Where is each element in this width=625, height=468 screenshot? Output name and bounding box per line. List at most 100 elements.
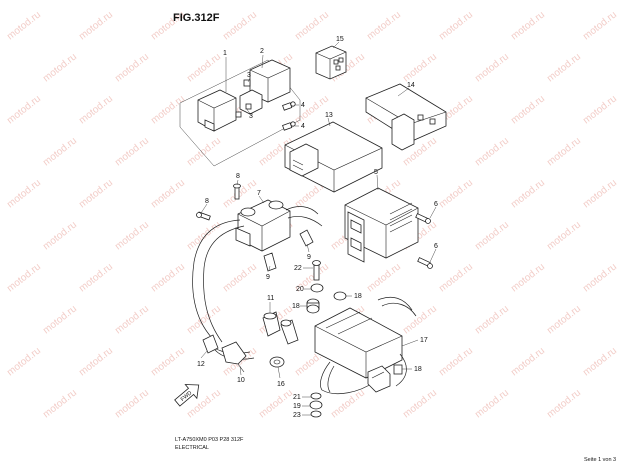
watermark-text: motod.ru bbox=[185, 135, 223, 168]
watermark-text: motod.ru bbox=[473, 303, 511, 336]
section-name: ELECTRICAL bbox=[175, 445, 209, 451]
watermark-text: motod.ru bbox=[473, 135, 511, 168]
watermark-layer: motod.ru motod.ru motod.ru motod.ru motod.ru… bbox=[5, 9, 619, 420]
callout-18c: 18 bbox=[414, 366, 422, 373]
callout-21: 21 bbox=[293, 394, 301, 401]
watermark-text: motod.ru bbox=[41, 219, 79, 252]
connector-12 bbox=[202, 334, 219, 354]
bushing-18-a bbox=[333, 291, 347, 301]
callout-18a: 18 bbox=[354, 293, 362, 300]
callout-16: 16 bbox=[277, 381, 285, 388]
callout-7: 7 bbox=[257, 190, 261, 197]
watermark-text: motod.ru bbox=[473, 219, 511, 252]
ignition-coil-7 bbox=[235, 199, 291, 252]
collar-20 bbox=[310, 283, 324, 293]
watermark-text: motod.ru bbox=[509, 177, 547, 210]
watermark-text: motod.ru bbox=[509, 93, 547, 126]
bushing-18-c bbox=[393, 364, 403, 375]
watermark-text: motod.ru bbox=[5, 345, 43, 378]
callout-4a: 4 bbox=[301, 102, 305, 109]
plug-cap-11-a bbox=[262, 311, 281, 337]
watermark-text: motod.ru bbox=[473, 51, 511, 84]
bushing-18-b bbox=[306, 298, 320, 314]
watermark-text: motod.ru bbox=[221, 177, 259, 210]
watermark-text: motod.ru bbox=[581, 9, 619, 42]
bracket-14 bbox=[365, 83, 447, 151]
watermark-text: motod.ru bbox=[113, 387, 151, 420]
watermark-text: motod.ru bbox=[401, 387, 439, 420]
callout-2: 2 bbox=[260, 48, 264, 55]
watermark-text: motod.ru bbox=[437, 177, 475, 210]
bolt-4-b bbox=[282, 121, 296, 131]
grommet-16 bbox=[269, 356, 285, 368]
watermark-text: motod.ru bbox=[365, 9, 403, 42]
bolt-6-b bbox=[417, 257, 433, 269]
watermark-text: motod.ru bbox=[5, 9, 43, 42]
watermark-text: motod.ru bbox=[365, 261, 403, 294]
bolt-4-a bbox=[282, 101, 296, 111]
figure-title: FIG.312F bbox=[173, 12, 220, 24]
watermark-text: motod.ru bbox=[5, 261, 43, 294]
watermark-text: motod.ru bbox=[5, 177, 43, 210]
watermark-text: motod.ru bbox=[509, 345, 547, 378]
callout-10: 10 bbox=[237, 377, 245, 384]
watermark-text: motod.ru bbox=[113, 219, 151, 252]
connector-17 bbox=[367, 365, 391, 393]
callout-18b: 18 bbox=[292, 303, 300, 310]
watermark-text: motod.ru bbox=[581, 93, 619, 126]
plug-cap-10 bbox=[221, 341, 247, 373]
callout-12: 12 bbox=[197, 361, 205, 368]
callout-17: 17 bbox=[420, 337, 428, 344]
watermark-text: motod.ru bbox=[221, 9, 259, 42]
watermark-text: motod.ru bbox=[437, 345, 475, 378]
callout-9b: 9 bbox=[307, 254, 311, 261]
watermark-text: motod.ru bbox=[437, 9, 475, 42]
callout-4b: 4 bbox=[301, 123, 305, 130]
watermark-text: motod.ru bbox=[149, 177, 187, 210]
callout-9a: 9 bbox=[266, 274, 270, 281]
watermark-text: motod.ru bbox=[509, 9, 547, 42]
callout-20: 20 bbox=[296, 286, 304, 293]
watermark-text: motod.ru bbox=[41, 387, 79, 420]
watermark-text: motod.ru bbox=[41, 303, 79, 336]
callout-22: 22 bbox=[294, 265, 302, 272]
watermark-text: motod.ru bbox=[113, 135, 151, 168]
watermark-text: motod.ru bbox=[257, 387, 295, 420]
callout-11: 11 bbox=[267, 295, 274, 302]
callout-8b: 8 bbox=[205, 198, 209, 205]
watermark-text: motod.ru bbox=[41, 51, 79, 84]
watermark-text: motod.ru bbox=[149, 261, 187, 294]
callout-5: 5 bbox=[374, 169, 378, 176]
callout-6a: 6 bbox=[434, 201, 438, 208]
bolt-6-a bbox=[415, 213, 431, 224]
leader-lines bbox=[200, 41, 437, 416]
watermark-text: motod.ru bbox=[77, 9, 115, 42]
relay-assembly bbox=[197, 59, 291, 132]
watermark-text: motod.ru bbox=[545, 303, 583, 336]
watermark-text: motod.ru bbox=[401, 51, 439, 84]
watermark-text: motod.ru bbox=[221, 261, 259, 294]
watermark-text: motod.ru bbox=[113, 303, 151, 336]
callout-14: 14 bbox=[407, 82, 415, 89]
boot-9-a bbox=[263, 252, 277, 272]
bolt-8-b bbox=[196, 211, 211, 221]
collar-19 bbox=[309, 400, 323, 410]
plug-cap-11-b bbox=[280, 319, 299, 345]
watermark-text: motod.ru bbox=[185, 219, 223, 252]
watermark-text: motod.ru bbox=[509, 261, 547, 294]
watermark-text: motod.ru bbox=[77, 345, 115, 378]
watermark-text: motod.ru bbox=[185, 51, 223, 84]
bolt-22 bbox=[312, 260, 321, 281]
watermark-text: motod.ru bbox=[149, 93, 187, 126]
callout-19: 19 bbox=[293, 403, 301, 410]
watermark-text: motod.ru bbox=[149, 345, 187, 378]
model-code: LT-A750XM0 P03 P28 312F bbox=[175, 437, 244, 443]
callout-15: 15 bbox=[336, 36, 344, 43]
watermark-text: motod.ru bbox=[77, 177, 115, 210]
watermark-text: motod.ru bbox=[581, 345, 619, 378]
watermark-text: motod.ru bbox=[437, 261, 475, 294]
watermark-text: motod.ru bbox=[5, 93, 43, 126]
